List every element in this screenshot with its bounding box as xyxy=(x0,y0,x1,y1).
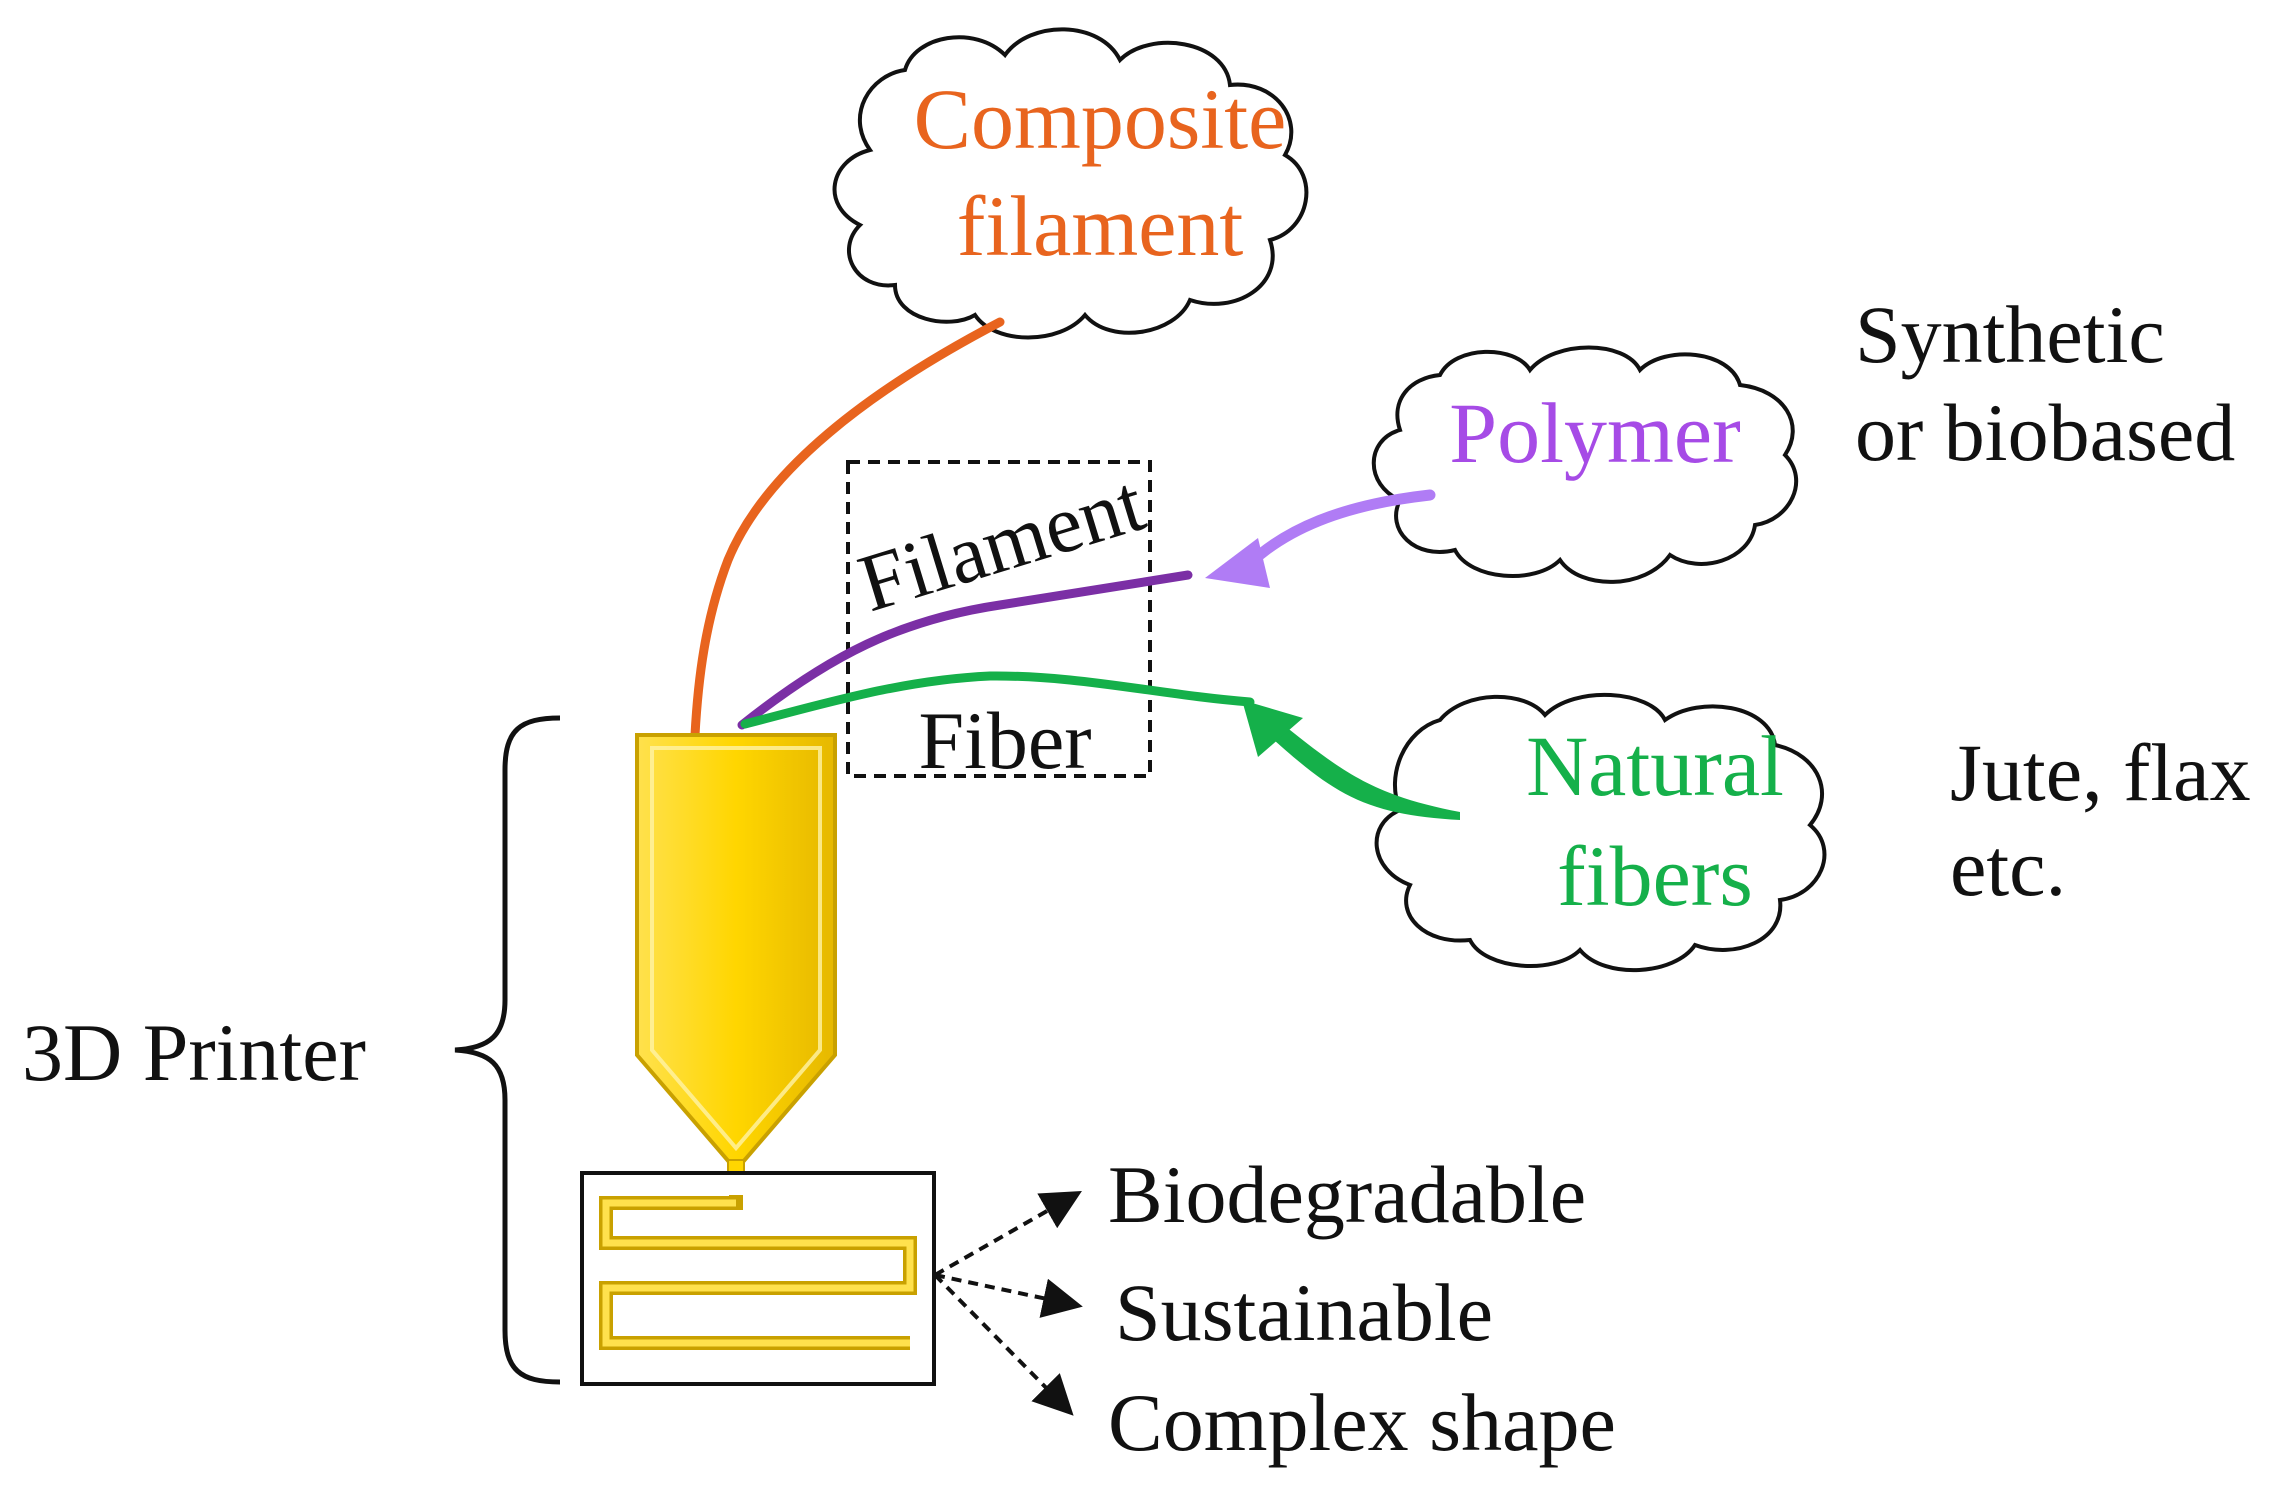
natural-fibers-cloud: Natural fibers xyxy=(1374,692,1827,973)
printed-path-highlight xyxy=(602,1199,914,1347)
natural-cloud-line2: fibers xyxy=(1557,828,1753,924)
natural-cloud-shape xyxy=(1374,692,1827,973)
arrow-complex-shape xyxy=(933,1273,1074,1416)
polymer-arrow xyxy=(1242,489,1436,571)
composite-filament-cloud: Composite filament xyxy=(832,27,1309,340)
box-fiber-label: Fiber xyxy=(918,695,1091,786)
natural-cloud-line1: Natural xyxy=(1526,718,1784,814)
outcome-complex-shape: Complex shape xyxy=(1108,1377,1616,1468)
composite-cloud-line1: Composite xyxy=(914,71,1287,167)
fiber-line xyxy=(740,671,1255,729)
outcome-biodegradable: Biodegradable xyxy=(1108,1149,1586,1240)
natural-note-line2: etc. xyxy=(1950,822,2066,913)
natural-note-line1: Jute, flax xyxy=(1950,727,2251,818)
printer-nozzle xyxy=(635,733,837,1205)
composite-cloud-line2: filament xyxy=(957,178,1244,274)
nozzle-highlight xyxy=(650,746,822,1152)
polymer-arrowhead xyxy=(1205,538,1270,588)
natural-arrowhead xyxy=(1242,700,1303,757)
printer-label: 3D Printer xyxy=(22,1007,366,1098)
polymer-note-line2: or biobased xyxy=(1855,387,2235,478)
polymer-note-line1: Synthetic xyxy=(1855,289,2165,380)
arrow-biodegradable xyxy=(934,1191,1082,1277)
outcome-sustainable: Sustainable xyxy=(1115,1267,1493,1358)
polymer-cloud: Polymer xyxy=(1371,345,1799,584)
filament-fiber-box xyxy=(846,460,1152,778)
composite-cloud-shape xyxy=(832,27,1309,340)
polymer-cloud-label: Polymer xyxy=(1449,385,1740,481)
printer-brace xyxy=(454,715,561,1385)
nozzle-body xyxy=(635,733,837,1174)
filament-line xyxy=(737,570,1193,730)
composite-filament-line xyxy=(690,317,1005,740)
arrow-sustainable xyxy=(934,1273,1083,1318)
